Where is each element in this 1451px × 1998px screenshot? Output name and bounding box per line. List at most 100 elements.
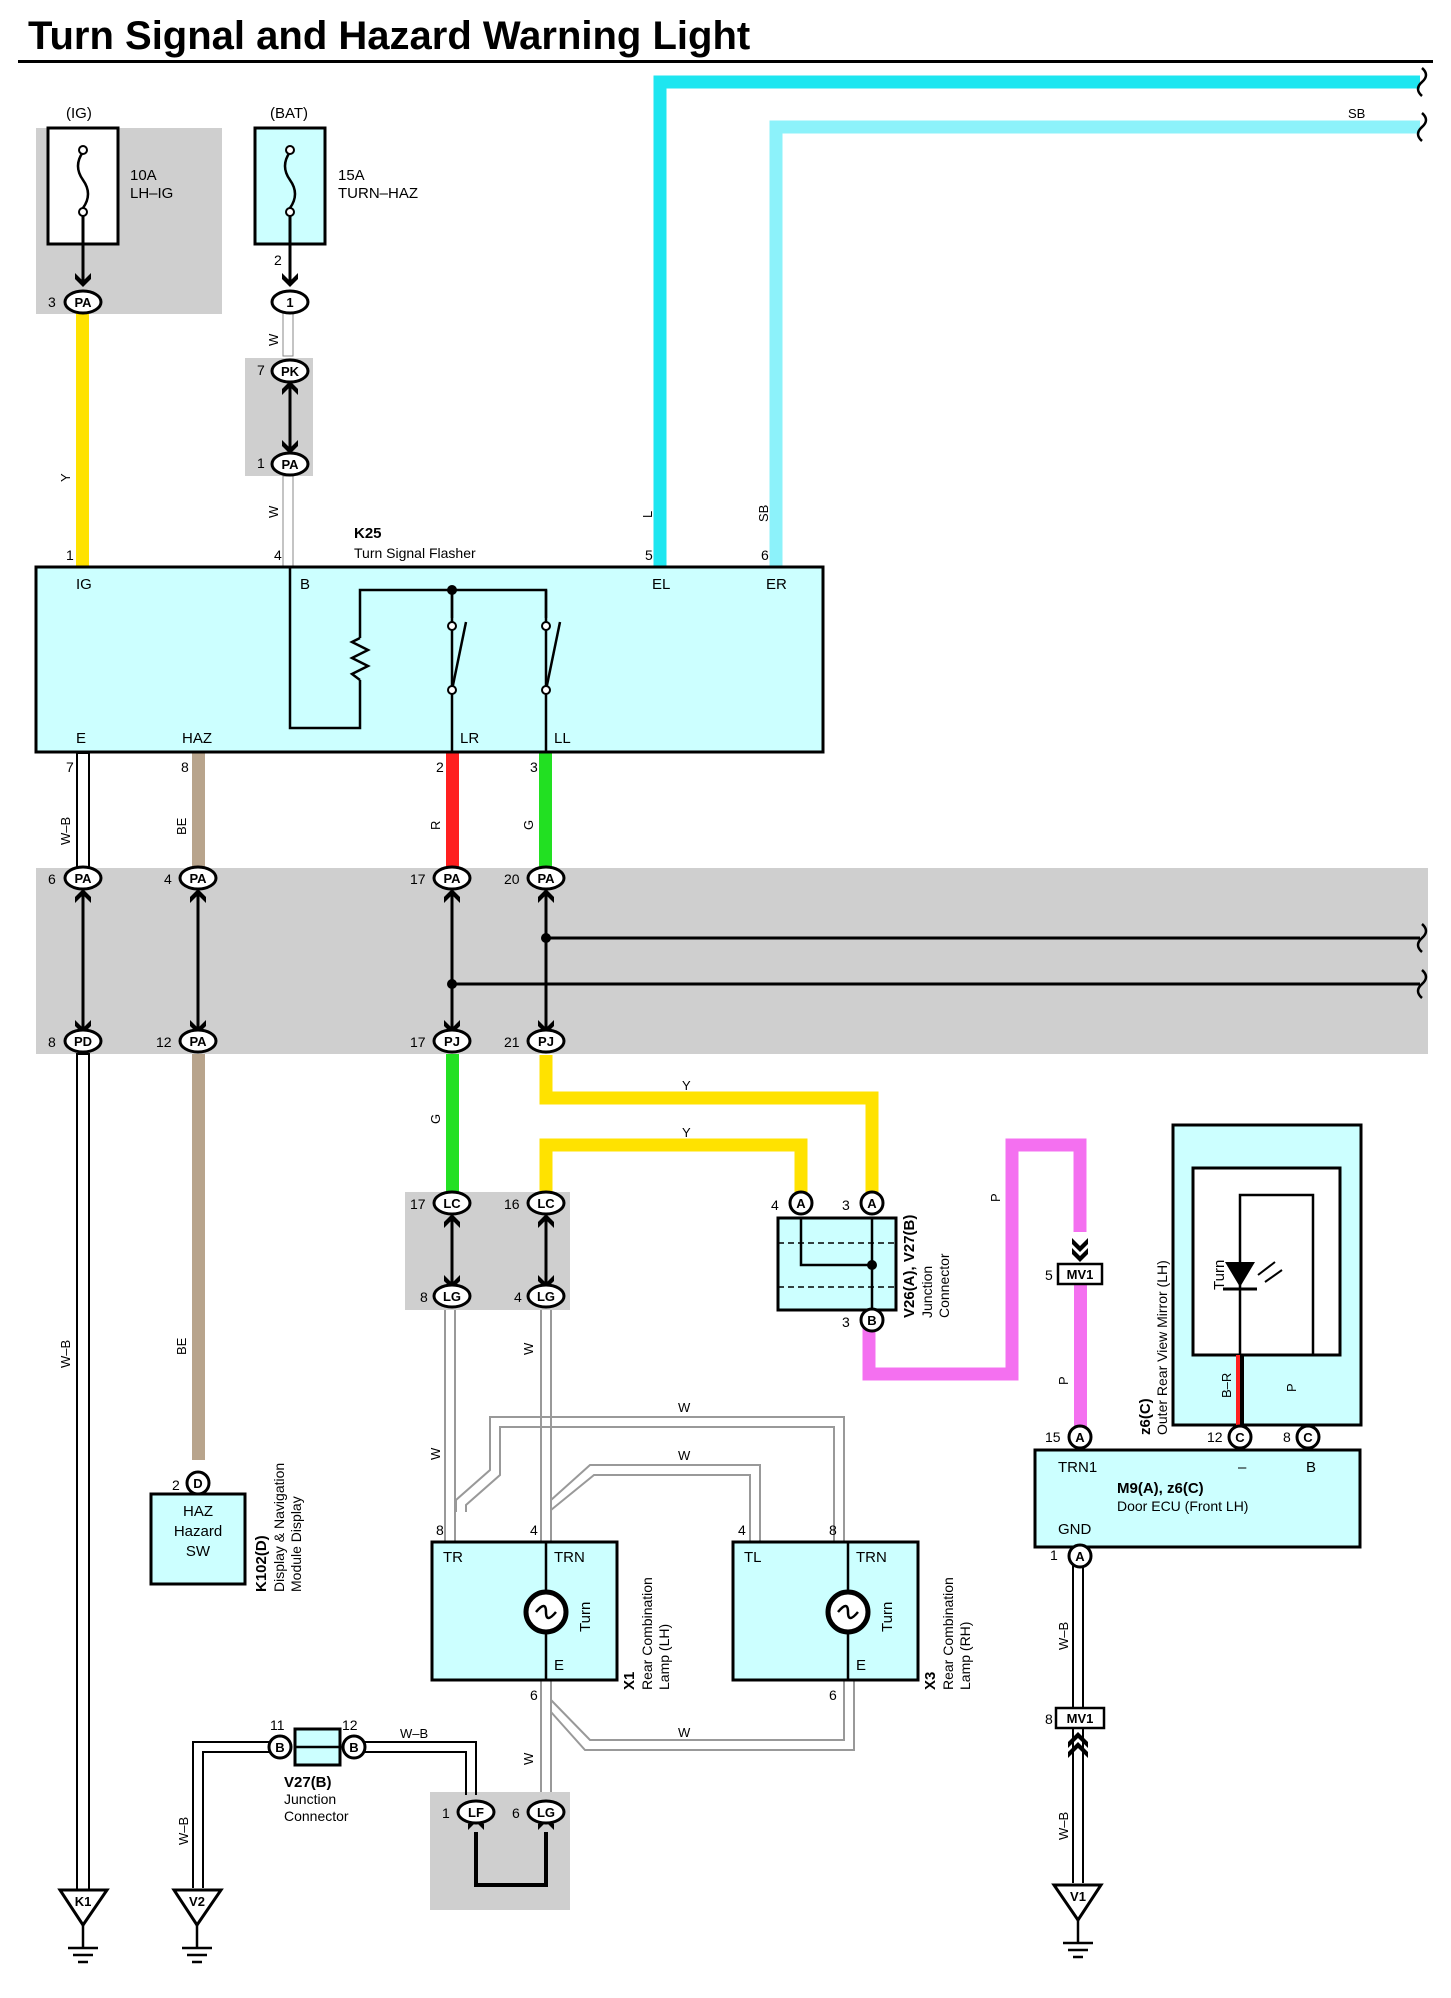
wc-be-1: BE bbox=[174, 817, 189, 835]
wire-br bbox=[1236, 1355, 1244, 1437]
wc-wb-1: W–B bbox=[58, 817, 73, 845]
wire-g-low bbox=[446, 1054, 459, 1192]
oval-pa-w: PA bbox=[270, 451, 310, 477]
pin-e: 7 bbox=[66, 759, 74, 775]
pin-mirror-12: 12 bbox=[1207, 1429, 1223, 1445]
pin-v26-3: 3 bbox=[842, 1197, 850, 1213]
oval-1-bat-label: 1 bbox=[286, 295, 293, 310]
wire-y-ig bbox=[76, 312, 89, 567]
wire-sb bbox=[769, 120, 1420, 566]
wire-y-v26b bbox=[539, 1138, 808, 1192]
oval-pa-12: PA bbox=[178, 1028, 218, 1054]
circ-b-3-label: B bbox=[867, 1313, 876, 1328]
lamp-rh-bulb: Turn bbox=[879, 1602, 896, 1632]
pin-pj-17: 17 bbox=[410, 1034, 426, 1050]
mv1-top-label: MV1 bbox=[1067, 1267, 1094, 1282]
ecu-name: Door ECU (Front LH) bbox=[1117, 1498, 1248, 1514]
pin-pj-21: 21 bbox=[504, 1034, 520, 1050]
pin-pk-7: 7 bbox=[257, 362, 265, 378]
junction-bottom-desc1: Junction bbox=[284, 1791, 336, 1807]
junction-top bbox=[776, 1216, 898, 1312]
pin-mv1-8: 8 bbox=[1045, 1711, 1053, 1727]
term-er: ER bbox=[766, 576, 787, 593]
pin-mv1-5: 5 bbox=[1045, 1267, 1053, 1283]
oval-pa-4: PA bbox=[178, 865, 218, 891]
mv1-bottom-label: MV1 bbox=[1067, 1711, 1094, 1726]
ground-v1 bbox=[1051, 1883, 1104, 1959]
pin-haz-2: 2 bbox=[172, 1477, 180, 1493]
title-rule bbox=[18, 60, 1433, 63]
switch-pivot-lr bbox=[447, 685, 457, 695]
pin-lh-6: 6 bbox=[530, 1687, 538, 1703]
fuse-rating-15a: 15A bbox=[338, 167, 365, 184]
ecu-minus: – bbox=[1238, 1459, 1247, 1476]
oval-pj-17: PJ bbox=[432, 1028, 472, 1054]
circ-d: D bbox=[185, 1470, 211, 1496]
wc-w-8: W bbox=[521, 1752, 536, 1765]
wc-p-3: P bbox=[1284, 1383, 1299, 1392]
term-e: E bbox=[76, 730, 86, 747]
term-ll: LL bbox=[554, 730, 571, 747]
pin-rh-6: 6 bbox=[829, 1687, 837, 1703]
wire-be-2 bbox=[192, 1054, 205, 1460]
fuse-rating-10a: 10A bbox=[130, 167, 157, 184]
oval-lf-1-label: LF bbox=[468, 1805, 484, 1820]
lamp-lh-desc1: Rear Combination bbox=[639, 1577, 655, 1690]
circ-c-8-label: C bbox=[1303, 1430, 1313, 1445]
circ-b-11-label: B bbox=[275, 1740, 284, 1755]
junction-top-desc1: Junction bbox=[919, 1266, 935, 1318]
wire-p-2 bbox=[1074, 1282, 1087, 1437]
supply-bat: (BAT) bbox=[270, 105, 308, 122]
oval-lc-17-label: LC bbox=[443, 1196, 461, 1211]
haz-sw-id: K102(D) bbox=[253, 1535, 270, 1592]
lamp-rh-box bbox=[731, 1540, 920, 1682]
switch-contact-lr bbox=[447, 621, 457, 631]
pin-ig: 1 bbox=[66, 547, 74, 563]
oval-lc-16: LC bbox=[526, 1190, 566, 1216]
lf-lg-loop bbox=[474, 1832, 548, 1887]
wc-p-2: P bbox=[1056, 1376, 1071, 1385]
pin-lf-1: 1 bbox=[442, 1805, 450, 1821]
mv1-bottom bbox=[1054, 1706, 1106, 1758]
pin-lg-6: 6 bbox=[512, 1805, 520, 1821]
wire-w-lamps bbox=[444, 1310, 855, 1792]
wc-w-5: W bbox=[678, 1400, 691, 1415]
junction-bottom-id: V27(B) bbox=[284, 1774, 332, 1791]
oval-pk: PK bbox=[270, 358, 310, 384]
wc-w-4: W bbox=[521, 1342, 536, 1355]
oval-lg-4: LG bbox=[526, 1283, 566, 1309]
pin-b: 4 bbox=[274, 547, 282, 563]
lamp-lh-box bbox=[430, 1540, 619, 1682]
oval-pa-lhig: PA bbox=[63, 289, 103, 315]
switch-pivot-ll bbox=[541, 685, 551, 695]
wc-wb-4: W–B bbox=[176, 1817, 191, 1845]
lamp-rh-tl: TL bbox=[744, 1549, 762, 1566]
oval-pa-lhig-label: PA bbox=[74, 295, 92, 310]
ground-k1 bbox=[57, 1888, 110, 1964]
oval-lc-16-label: LC bbox=[537, 1196, 555, 1211]
wc-w-3: W bbox=[428, 1447, 443, 1460]
pin-lh-8: 8 bbox=[436, 1522, 444, 1538]
wc-l: L bbox=[640, 511, 655, 518]
mv1-top bbox=[1056, 1238, 1104, 1286]
pin-mirror-8: 8 bbox=[1283, 1429, 1291, 1445]
pin-ecu-1: 1 bbox=[1050, 1547, 1058, 1563]
oval-pk-label: PK bbox=[281, 364, 300, 379]
lamp-rh-desc2: Lamp (RH) bbox=[957, 1622, 973, 1690]
oval-pa-6-label: PA bbox=[74, 871, 92, 886]
lamp-rh-desc1: Rear Combination bbox=[940, 1577, 956, 1690]
wire-break-l bbox=[1416, 67, 1428, 97]
oval-pa-20: PA bbox=[526, 865, 566, 891]
wc-be-2: BE bbox=[174, 1337, 189, 1355]
oval-pa-4-label: PA bbox=[189, 871, 207, 886]
pin-ecu-15: 15 bbox=[1045, 1429, 1061, 1445]
splice-lines bbox=[81, 893, 1420, 1030]
wire-l bbox=[653, 75, 1420, 566]
circ-a-15-label: A bbox=[1075, 1430, 1085, 1445]
wire-y-v26a bbox=[539, 1055, 879, 1192]
ground-k1-label: K1 bbox=[75, 1894, 92, 1909]
switch-contact-ll bbox=[541, 621, 551, 631]
